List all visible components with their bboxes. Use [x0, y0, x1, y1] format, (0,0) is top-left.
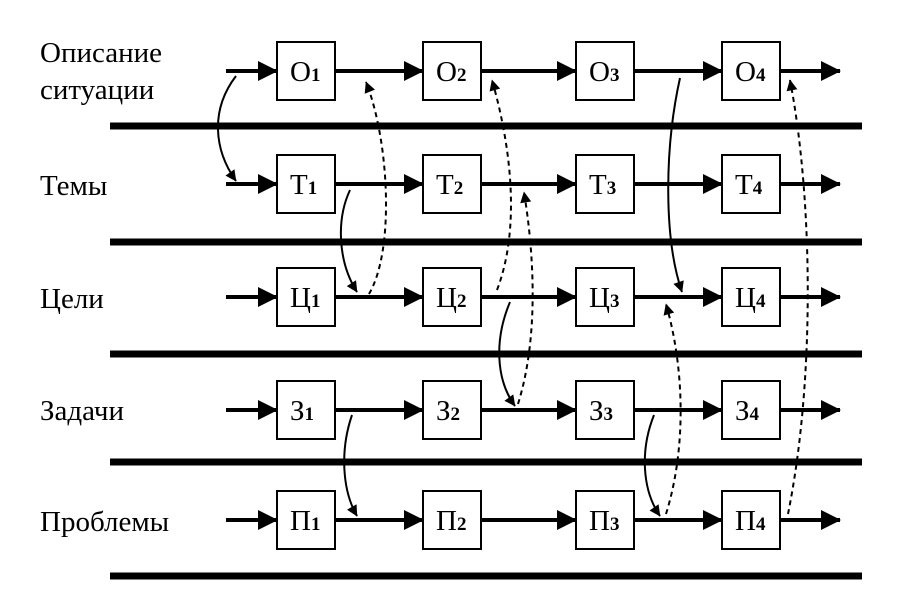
node-box: З1 [276, 380, 336, 440]
feedback-link-dashed [786, 79, 809, 515]
node-box: П2 [422, 490, 482, 550]
feedback-link-dashed [489, 79, 512, 291]
node-label: З2 [436, 395, 460, 427]
node-frame [575, 490, 635, 550]
node-label: П3 [589, 505, 619, 537]
node-box: О2 [422, 41, 482, 101]
node-box: О1 [276, 41, 336, 101]
flow-arrows [226, 61, 841, 530]
node-label: Т4 [735, 169, 763, 201]
node-frame [575, 154, 635, 214]
node-box: О3 [575, 41, 635, 101]
cross-link-solid [343, 414, 358, 517]
separators [110, 122, 862, 580]
node-label: О2 [436, 56, 466, 88]
cross-link-solid [667, 77, 684, 293]
node-frame [276, 490, 336, 550]
node-label: З3 [589, 395, 613, 427]
node-frame [422, 41, 482, 101]
row-label: ситуации [40, 74, 154, 106]
node-box: Ц3 [575, 267, 635, 327]
node-label: Ц3 [589, 282, 619, 314]
node-label: З1 [290, 395, 314, 427]
node-box: Т3 [575, 154, 635, 214]
node-label: Ц4 [735, 282, 766, 314]
node-box: Ц2 [422, 267, 482, 327]
node-box: О4 [721, 41, 781, 101]
node-label: Ц1 [290, 282, 320, 314]
node-label: О3 [589, 56, 619, 88]
node-frame [721, 490, 781, 550]
node-label: Ц2 [436, 282, 466, 314]
cross-link-solid [217, 75, 237, 182]
node-box: З2 [422, 380, 482, 440]
node-label: О1 [290, 56, 320, 88]
node-frame [276, 267, 336, 327]
node-label: П4 [735, 505, 766, 537]
node-label: Т3 [589, 169, 616, 201]
node-frame [721, 380, 781, 440]
row-label: Темы [40, 170, 107, 202]
row-label: Описание [40, 37, 162, 69]
node-box: П3 [575, 490, 635, 550]
node-frame [721, 267, 781, 327]
feedback-link-dashed [364, 81, 388, 295]
cross-links [217, 75, 809, 517]
node-frame [276, 380, 336, 440]
row-label: Задачи [40, 395, 124, 427]
node-label: Т2 [436, 169, 463, 201]
node-frame [422, 267, 482, 327]
node-box: П4 [721, 490, 781, 550]
node-frame [422, 490, 482, 550]
node-frame [721, 154, 781, 214]
cross-link-solid [643, 414, 661, 517]
node-frame [721, 41, 781, 101]
node-box: З3 [575, 380, 635, 440]
node-box: Т4 [721, 154, 781, 214]
node-box: Т1 [276, 154, 336, 214]
row-label: Проблемы [40, 506, 169, 538]
node-frame [575, 380, 635, 440]
node-frame [422, 154, 482, 214]
cross-link-solid [498, 301, 516, 407]
node-box: Т2 [422, 154, 482, 214]
cross-link-solid [339, 189, 358, 293]
node-label: П1 [290, 505, 320, 537]
node-frame [422, 380, 482, 440]
node-frame [276, 154, 336, 214]
node-frame [276, 41, 336, 101]
node-label: З4 [735, 395, 760, 427]
node-box: Ц4 [721, 267, 781, 327]
node-box: Ц1 [276, 267, 336, 327]
node-box: П1 [276, 490, 336, 550]
node-box: З4 [721, 380, 781, 440]
node-label: О4 [735, 56, 766, 88]
row-label: Цели [40, 283, 104, 315]
node-label: П2 [436, 505, 466, 537]
node-frame [575, 41, 635, 101]
node-frame [575, 267, 635, 327]
node-label: Т1 [290, 169, 317, 201]
